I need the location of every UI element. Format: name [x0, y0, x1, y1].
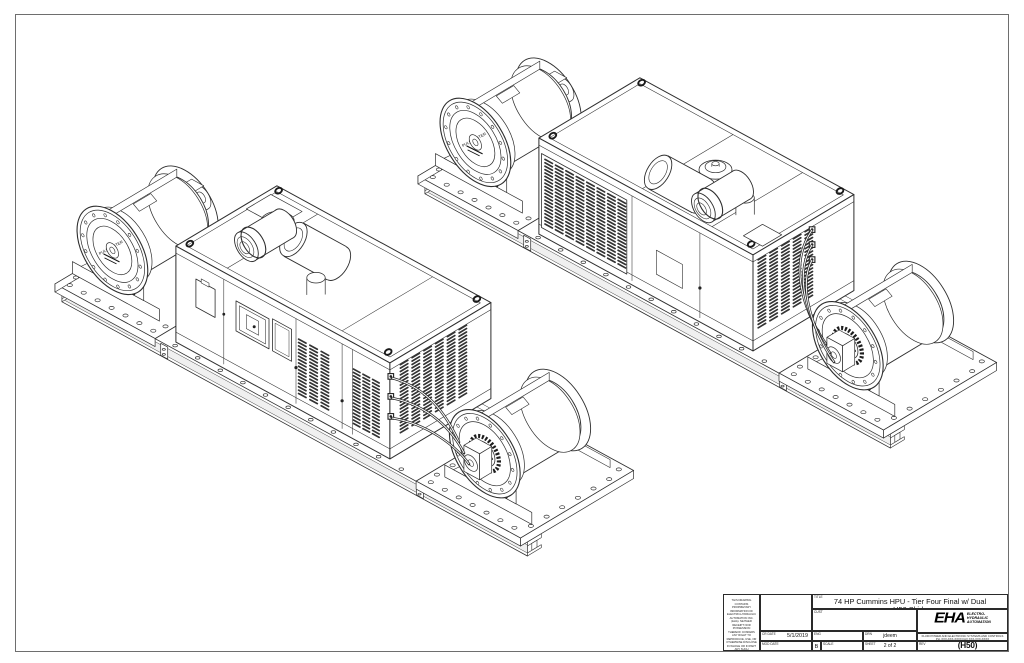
cr-date-label: CR DATE: [762, 631, 776, 636]
hose-reel-winch-near: [807, 260, 974, 417]
disclaimer-cell: THIS DRAWING CONTAINS PROPRIETARY INFORM…: [723, 594, 760, 651]
sheet-cell: SHEET 2 of 2: [863, 641, 917, 651]
drn-label: DRN: [865, 631, 872, 636]
title-cell: TITLE 74 HP Cummins HPU - Tier Four Fina…: [812, 594, 1008, 609]
sheet-value: 2 of 2: [883, 643, 897, 649]
title-label: TITLE: [814, 594, 823, 599]
hpu-base-bolts: [535, 235, 767, 363]
drawing-title: 74 HP Cummins HPU - Tier Four Final w/ D…: [833, 597, 987, 608]
machine-rear-view: PULLMASTER: [417, 57, 998, 449]
company-tagline: FLUID POWER AND ELECTRONIC SYSTEMS AND C…: [921, 633, 1004, 641]
logo-cell: EHA ELECTRO- HYDRAULIC AUTOMATION: [917, 609, 1008, 633]
mod-date-label: MOD DATE: [762, 641, 779, 646]
cr-date-value: 5/1/2019: [787, 633, 808, 639]
hydraulic-hoses: [798, 228, 836, 364]
eng-cell: ENG: [812, 631, 863, 641]
hydraulic-fittings: [387, 373, 395, 420]
scale-label: SCALE: [823, 641, 834, 646]
rev-value: CB2433-20834GA (H50): [957, 641, 978, 650]
title-block: THIS DRAWING CONTAINS PROPRIETARY INFORM…: [723, 594, 1008, 651]
drn-value: jdeem: [883, 633, 897, 639]
size-value: B: [814, 643, 819, 650]
disclaimer-text: THIS DRAWING CONTAINS PROPRIETARY INFORM…: [726, 599, 757, 651]
hpu-base-bolts: [172, 343, 404, 471]
hose-reel-winch-near: [444, 368, 611, 525]
exhaust-equipment: [185, 186, 482, 356]
sheet-label: SHEET: [865, 641, 876, 646]
tagline-cell: FLUID POWER AND ELECTRONIC SYSTEMS AND C…: [917, 633, 1008, 641]
blank-cell: [760, 594, 812, 631]
exhaust-equipment: [548, 78, 845, 248]
hose-reel-winch-far: PULLMASTER: [72, 165, 238, 322]
sheet-border: [15, 14, 1009, 652]
rev-label: REV: [919, 641, 926, 646]
scale-cell: SCALE: [821, 641, 863, 651]
hpu-enclosure: [175, 185, 492, 460]
eng-label: ENG: [814, 631, 821, 636]
drn-cell: DRN jdeem: [863, 631, 917, 641]
eha-logo: EHA: [934, 610, 966, 627]
cr-date-cell: CR DATE 5/1/2019: [760, 631, 812, 641]
mod-date-cell: MOD DATE: [760, 641, 812, 651]
cust-label: CUST: [814, 609, 823, 614]
cust-cell: CUST: [812, 609, 917, 631]
hydraulic-hoses: [390, 376, 471, 466]
machine-front-view: PULLMASTER: [54, 165, 635, 557]
eha-logo-text: ELECTRO- HYDRAULIC AUTOMATION: [966, 612, 991, 624]
rev-cell: REV CB2433-20834GA (H50): [917, 641, 1008, 651]
size-cell: B: [812, 641, 821, 651]
